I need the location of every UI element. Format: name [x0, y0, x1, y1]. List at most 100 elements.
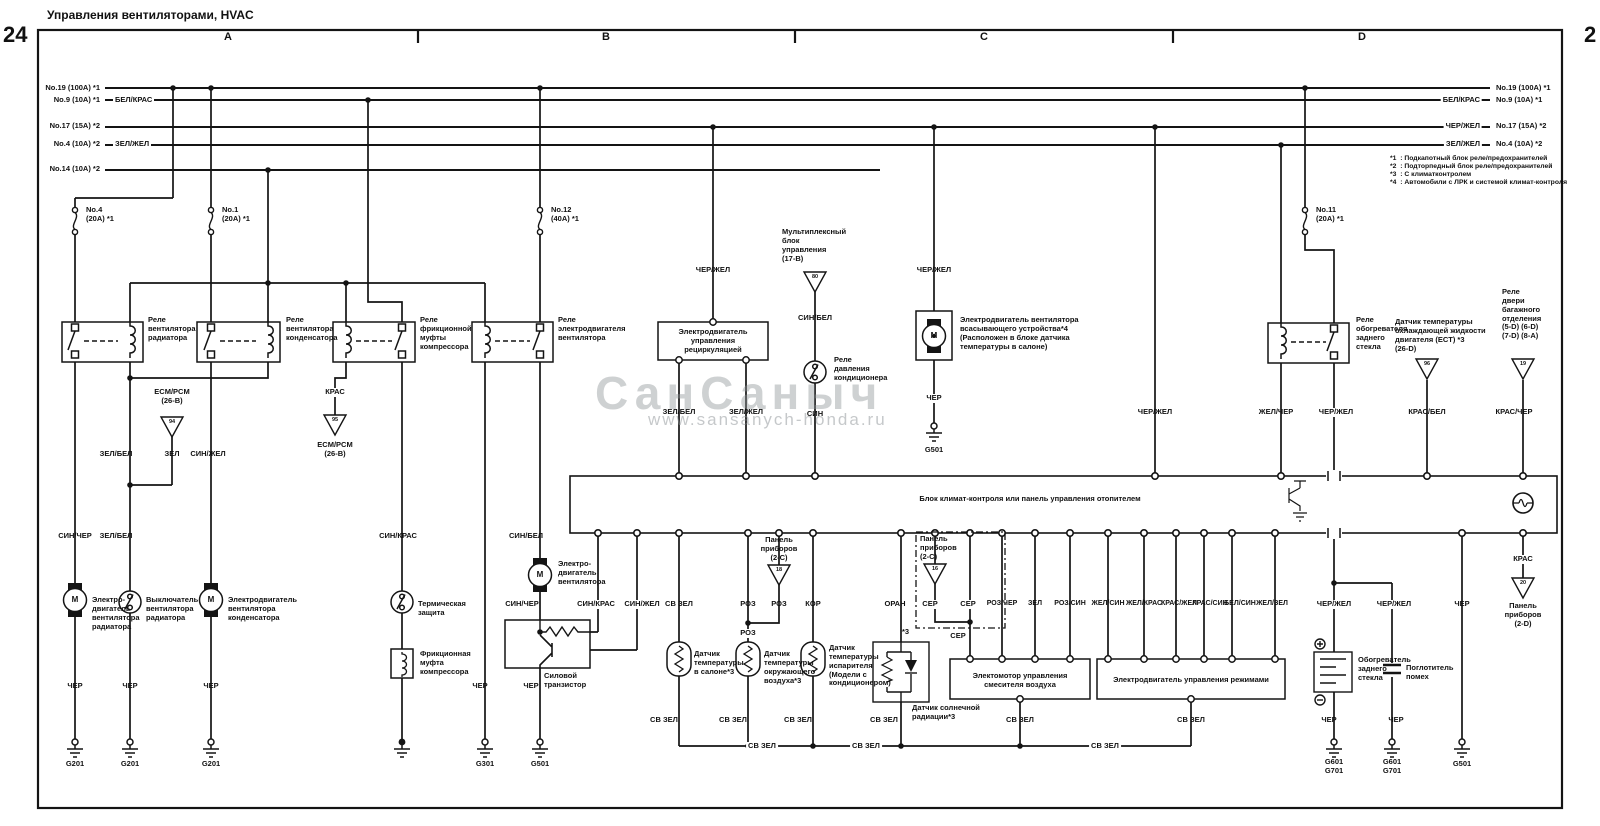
wire-color-label: ЗЕЛ/БЕЛ: [99, 531, 133, 540]
rail-fuse-label: No.19 (100A) *1: [1496, 83, 1551, 92]
wire-color-label: СВ ЗЕЛ: [1177, 715, 1205, 724]
component-label: Реле двери багажного отделения (5-D) (6-…: [1502, 287, 1542, 341]
watermark-url: www.sansanych-honda.ru: [648, 410, 887, 429]
page-title: Управления вентиляторами, HVAC: [47, 8, 254, 22]
component-label: Датчик температуры охлаждающей жидкости …: [1395, 317, 1486, 353]
wire-color-label: ЗЕЛ/БЕЛ: [99, 449, 133, 458]
wire-color-label: СИН/БЕЛ: [798, 313, 832, 322]
component-label: Электро- двигатель вентилятора: [558, 559, 606, 586]
component-label: Датчик температуры в салоне*3: [694, 649, 744, 676]
connector-number: 96: [1423, 361, 1431, 367]
junction-dots: [127, 85, 1337, 749]
relay-compressor-clutch: [332, 321, 416, 363]
connector-number: 20: [1519, 580, 1527, 586]
wire-color-label: ЧЕР: [924, 393, 944, 403]
wire-color-label: СВ ЗЕЛ: [746, 741, 778, 751]
rail-fuse-label: No.4 (10A) *2: [53, 139, 100, 148]
wire-color-label: ЗЕЛ/ЖЕЛ: [113, 139, 152, 149]
connector-triangles: [160, 271, 1535, 599]
component-label: Электродвигатель вентилятора конденсатор…: [228, 595, 297, 622]
ground-label: G501: [924, 445, 944, 454]
motor-letter: M: [536, 570, 544, 579]
wire-color-label: ЧЕР: [203, 681, 219, 690]
wire-color-label: СВ ЗЕЛ: [1089, 741, 1121, 751]
connector-number: 80: [811, 274, 819, 280]
column-label: B: [602, 31, 610, 43]
component-label: Датчик температуры испарителя (Модели с …: [829, 643, 891, 688]
motor-letter: M: [71, 595, 79, 604]
solar-radiation-sensor: [872, 641, 930, 703]
rail-fuse-label: No.17 (15A) *2: [49, 121, 100, 130]
column-label: C: [980, 31, 988, 43]
rail-fuse-label: No.17 (15A) *2: [1496, 121, 1547, 130]
wire-color-label: СИН/ЖЕЛ: [190, 449, 226, 458]
internal-transistor: [1288, 480, 1307, 522]
wire-color-label: РОЗ: [771, 599, 787, 608]
climate-control-box: [569, 470, 1558, 539]
cabin-temp-sensor: [666, 641, 692, 677]
component-label: Обогреватель заднего стекла: [1358, 655, 1411, 682]
rail-fuse-label: No.9 (10A) *1: [1496, 95, 1543, 104]
wire-color-label: КРАС: [323, 387, 347, 397]
wire-color-label: РОЗ/ЧЕР: [986, 600, 1018, 607]
wire-color-label: ЧЕР: [1388, 715, 1404, 724]
component-label: Датчик солнечной радиации*3: [912, 703, 980, 721]
wire-color-label: ЧЕР: [67, 681, 83, 690]
wire-color-label: СВ ЗЕЛ: [784, 715, 812, 724]
wire-color-label: РОЗ: [738, 628, 758, 638]
wire-color-label: РОЗ/СИН: [1054, 600, 1086, 607]
wire-color-label: КРАС: [1511, 554, 1535, 564]
component-label: Силовой транзистор: [544, 671, 587, 689]
column-label: D: [1358, 31, 1366, 43]
ground-label: G201: [201, 759, 221, 768]
wire-color-label: КРАС/СИН: [1192, 600, 1228, 607]
rail-fuse-label: No.19 (100A) *1: [45, 83, 100, 92]
footnotes: *1 : Подкапотный блок реле/предохранител…: [1390, 155, 1568, 187]
component-label: Реле вентилятора радиатора: [148, 315, 196, 342]
wire-color-label: СЕР: [920, 599, 940, 609]
ground-label: G201: [65, 759, 85, 768]
rear-defogger-element: [1313, 638, 1353, 706]
wire-color-label: ЧЕР/ЖЕЛ: [1374, 599, 1414, 609]
column-label: A: [224, 31, 232, 43]
wire-color-label: СИН/ЧЕР: [505, 599, 539, 608]
wire-color-label: СИН/БЕЛ: [509, 531, 543, 540]
wire-color-label: СЕР: [948, 631, 968, 641]
component-label: Реле обогревателя заднего стекла: [1356, 315, 1408, 351]
connector-number: 16: [931, 566, 939, 572]
motor-letter: M: [930, 331, 938, 340]
fuse-label: No.1 (20A) *1: [222, 205, 250, 223]
thermal-protector: [390, 590, 414, 614]
connector-number: 18: [775, 567, 783, 573]
power-rails: [105, 87, 1490, 171]
fuse-label: No.4 (20A) *1: [86, 205, 114, 223]
wire-color-label: ЧЕР/ЖЕЛ: [1314, 599, 1354, 609]
wire-color-label: ЖЕЛ/КРАС: [1125, 600, 1163, 607]
wire-color-label: ЧЕР: [1321, 715, 1337, 724]
relay-condenser-fan: [196, 321, 281, 363]
page-number-left: 24: [3, 22, 28, 47]
wire-color-label: СИН/КРАС: [379, 531, 417, 540]
wire-color-label: ЧЕР/ЖЕЛ: [1443, 121, 1482, 131]
wire-color-label: СВ ЗЕЛ: [850, 741, 882, 751]
connector-number: 19: [1519, 361, 1527, 367]
wire-color-label: ЧЕР: [122, 681, 138, 690]
ground-label: G501: [1452, 759, 1472, 768]
ground-label: G301: [475, 759, 495, 768]
fuse-label: No.12 (40A) *1: [551, 205, 579, 223]
component-label: Электродвигатель управления рециркуляцие…: [678, 327, 748, 354]
wire-color-label: СИН/КРАС: [575, 599, 617, 609]
component-label: Электро- двигатель вентилятора радиатора: [92, 595, 140, 631]
wire-color-label: СВ ЗЕЛ: [719, 715, 747, 724]
rail-fuse-label: No.14 (10A) *2: [49, 164, 100, 173]
relay-radiator-fan: [61, 321, 144, 363]
motor-letter: M: [207, 595, 215, 604]
relay-blower-motor: [471, 321, 554, 363]
wire-color-label: СЕР: [958, 599, 978, 609]
component-label: Реле давления кондиционера: [834, 355, 888, 382]
page-number-right: 2: [1584, 22, 1597, 47]
fuses: [71, 206, 1309, 236]
wire-color-label: ЧЕР/ЖЕЛ: [916, 265, 952, 274]
wires: [74, 88, 1524, 747]
